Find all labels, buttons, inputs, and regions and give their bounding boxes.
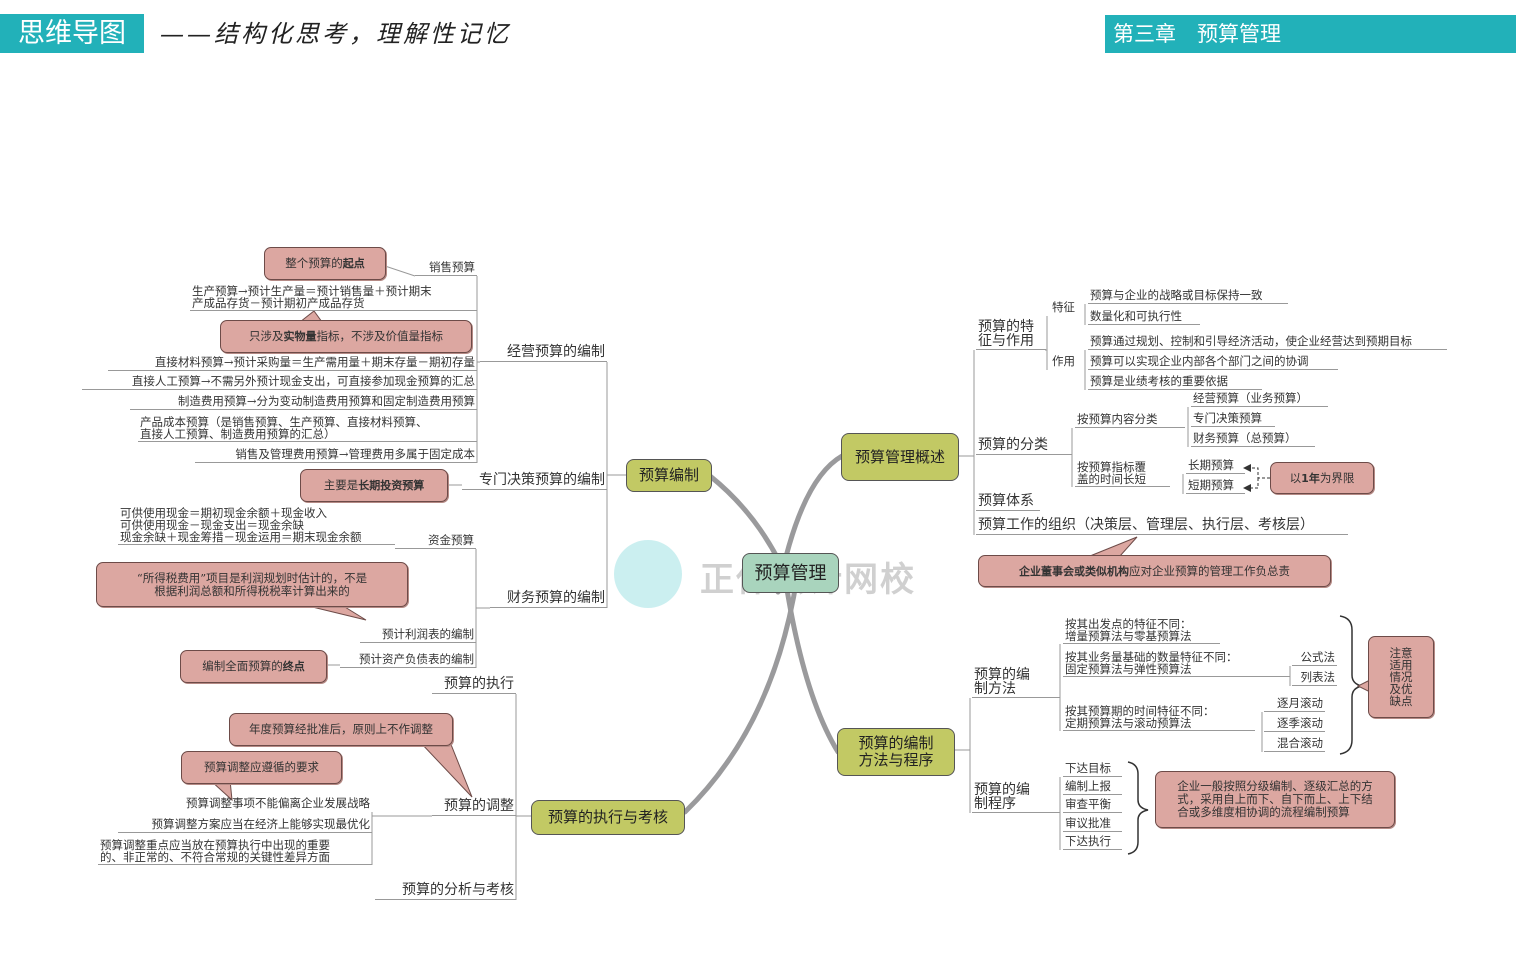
method-item: 按其预算期的时间特征不同： 定期预算法与滚动预算法 (1063, 705, 1255, 731)
function-item: 预算可以实现企业内部各个部门之间的协调 (1088, 355, 1338, 370)
main-branches (682, 453, 845, 815)
node-overview[interactable]: 预算管理概述 (841, 433, 959, 481)
adjust-item: 预算调整方案应当在经济上能够实现最优化 (118, 818, 372, 833)
callout-board: 企业董事会或类似机构应对企业预算的管理工作负总责 (978, 555, 1331, 587)
procedure-item: 审查平衡 (1063, 798, 1122, 813)
financial-budget-label[interactable]: 财务预算的编制 (490, 590, 607, 608)
procedure-item: 审议批准 (1063, 817, 1122, 832)
chapter-title: 第三章 预算管理 (1105, 15, 1516, 53)
flexible-item: 列表法 (1292, 671, 1337, 686)
function-label: 作用 (1052, 354, 1075, 368)
operating-item: 直接材料预算→预计采购量＝生产需用量＋期末存量－期初存量 (108, 356, 477, 371)
procedure-item: 下达执行 (1063, 835, 1122, 850)
by-time-item: 长期预算 (1186, 459, 1245, 474)
callout-long-term-investment: 主要是长期投资预算 (300, 469, 448, 502)
operating-item: 制造费用预算→分为变动制造费用预算和固定制造费用预算 (130, 395, 477, 410)
operating-item: 直接人工预算→不需另外预计现金支出，可直接参加现金预算的汇总 (82, 375, 477, 390)
by-time-item: 短期预算 (1186, 479, 1245, 494)
rolling-item: 混合滚动 (1264, 737, 1325, 752)
callout-methods-note: 注意 适用 情况 及优 缺点 (1368, 636, 1434, 718)
by-content-item: 财务预算（总预算） (1191, 432, 1315, 447)
feature-label: 特征 (1052, 300, 1075, 314)
adjust-item: 预算调整重点应当放在预算执行中出现的重要 的、非正常的、不符合常规的关键性差异方… (98, 839, 372, 865)
feature-item: 预算与企业的战略或目标保持一致 (1088, 289, 1288, 304)
central-node[interactable]: 预算管理 (742, 553, 839, 593)
callout-income-tax: “所得税费用”项目是利润规划时估计的，不是 根据利润总额和所得税税率计算出来的 (96, 562, 408, 607)
system-label[interactable]: 预算体系 (976, 493, 1040, 511)
node-execution[interactable]: 预算的执行与考核 (531, 800, 685, 835)
method-item: 按其出发点的特征不同： 增量预算法与零基预算法 (1063, 618, 1220, 644)
callout-procedure: 企业一般按照分级编制、逐级汇总的方 式，采用自上而下、自下而上、上下结 合或多维… (1155, 771, 1395, 828)
operating-item: 销售预算 (415, 261, 477, 276)
feature-item: 数量化和可执行性 (1088, 310, 1200, 325)
dashed-arrows (1245, 467, 1270, 489)
procedure-label[interactable]: 预算的编 制程序 (972, 783, 1060, 813)
flexible-item: 公式法 (1292, 651, 1337, 666)
rolling-item: 逐月滚动 (1264, 697, 1325, 712)
callout-end-point: 编制全面预算的终点 (180, 650, 327, 683)
subtitle: ——结构化思考，理解性记忆 (160, 20, 511, 48)
function-item: 预算通过规划、控制和引导经济活动，使企业经营达到预期目标 (1088, 335, 1447, 350)
adjustment-label[interactable]: 预算的调整 (432, 798, 516, 816)
by-content-label: 按预算内容分类 (1075, 413, 1185, 428)
features-label[interactable]: 预算的特 征与作用 (976, 320, 1046, 350)
by-content-item: 经营预算（业务预算） (1191, 392, 1328, 407)
cash-formulas: 可供使用现金＝期初现金余额＋现金收入 可供使用现金－现金支出＝现金余缺 现金余缺… (118, 507, 395, 545)
mindmap-badge: 思维导图 (0, 14, 144, 53)
by-time-label: 按预算指标覆 盖的时间长短 (1075, 461, 1170, 487)
rolling-item: 逐季滚动 (1264, 717, 1325, 732)
watermark-logo-icon (614, 540, 682, 608)
node-methods[interactable]: 预算的编制 方法与程序 (837, 728, 955, 776)
arrowheads (1243, 464, 1251, 492)
tree-lines (326, 265, 1291, 900)
classification-label[interactable]: 预算的分类 (976, 437, 1072, 455)
callout-physical-quantity: 只涉及实物量指标，不涉及价值量指标 (220, 320, 472, 353)
operating-budget-label[interactable]: 经营预算的编制 (480, 344, 607, 362)
operating-item: 销售及管理费用预算→管理费用多属于固定成本 (195, 448, 477, 463)
adjust-item: 预算调整事项不能偏离企业发展战略 (186, 796, 370, 810)
function-item: 预算是业绩考核的重要依据 (1088, 375, 1262, 390)
node-budget-preparation[interactable]: 预算编制 (626, 459, 712, 492)
procedure-item: 下达目标 (1063, 762, 1122, 777)
callout-adjust-requirements: 预算调整应遵循的要求 (181, 751, 342, 784)
execution-label[interactable]: 预算的执行 (432, 676, 516, 694)
callout-start-point: 整个预算的起点 (264, 247, 386, 280)
operating-item: 生产预算→预计生产量＝预计销售量＋预计期末 产成品存货－预计期初产成品存货 (190, 285, 477, 311)
methods-label[interactable]: 预算的编 制方法 (972, 668, 1060, 698)
operating-item: 产品成本预算（是销售预算、生产预算、直接材料预算、 直接人工预算、制造费用预算的… (138, 416, 477, 442)
organization-label[interactable]: 预算工作的组织（决策层、管理层、执行层、考核层） (976, 517, 1348, 535)
procedure-item: 编制上报 (1063, 780, 1122, 795)
analysis-label[interactable]: 预算的分析与考核 (375, 882, 516, 900)
balance-sheet-label: 预计资产负债表的编制 (340, 653, 476, 668)
cash-budget-label: 资金预算 (395, 534, 476, 549)
special-budget-label[interactable]: 专门决策预算的编制 (462, 472, 607, 490)
by-content-item: 专门决策预算 (1191, 412, 1275, 427)
method-item: 按其业务量基础的数量特征不同： 固定预算法与弹性预算法 (1063, 651, 1290, 677)
income-statement-label: 预计利润表的编制 (360, 628, 476, 643)
callout-annual-budget: 年度预算经批准后，原则上不作调整 (229, 713, 453, 746)
